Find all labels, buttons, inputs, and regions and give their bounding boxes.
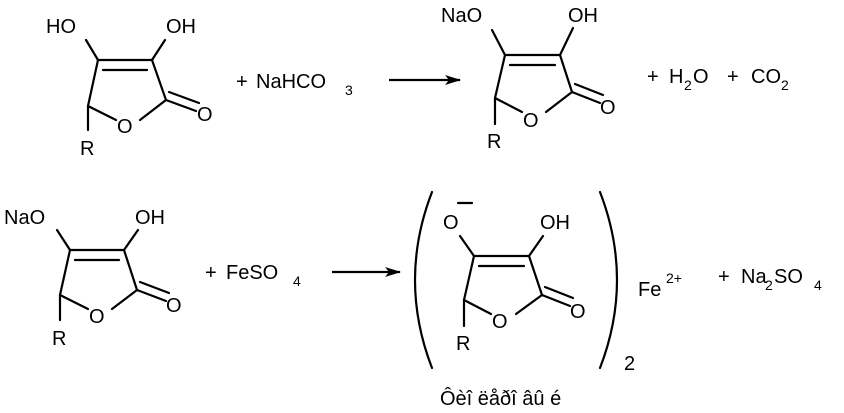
reaction2-product-molecule: O OH O O R bbox=[443, 201, 586, 355]
bond bbox=[527, 254, 544, 297]
bond bbox=[122, 248, 139, 292]
bond bbox=[58, 293, 90, 311]
reagent-formula: NaHCO bbox=[256, 71, 326, 93]
bond bbox=[84, 38, 100, 62]
bracket-subscript: 2 bbox=[624, 353, 635, 375]
sulfate-subscript: 4 bbox=[814, 277, 822, 293]
carbonyl-bond bbox=[164, 98, 198, 113]
ring-oxygen-label: O bbox=[89, 306, 105, 328]
reaction1-reagent: + NaHCO 3 bbox=[236, 71, 353, 98]
anion-oxygen-label: O bbox=[443, 212, 459, 234]
substituent-label: R bbox=[80, 138, 94, 160]
carbonyl-oxygen-label: O bbox=[166, 295, 182, 317]
hydroxyl-label-left: HO bbox=[46, 16, 76, 38]
bond bbox=[150, 38, 167, 62]
reaction1-reactant-molecule: HO OH O O R bbox=[46, 16, 213, 160]
carbonyl-bond-2 bbox=[573, 82, 605, 97]
bond bbox=[122, 228, 140, 252]
bond bbox=[558, 53, 574, 94]
hydroxyl-label: OH bbox=[135, 207, 165, 229]
bond bbox=[138, 98, 168, 122]
bond bbox=[458, 234, 476, 258]
plus-sign: + bbox=[647, 66, 659, 88]
left-parenthesis bbox=[413, 190, 434, 370]
reaction2-reagent: + FeSO 4 bbox=[205, 262, 301, 289]
hydroxyl-label: OH bbox=[568, 5, 598, 27]
plus-sign: + bbox=[718, 266, 730, 288]
reaction2-reactant-molecule: NaO OH O O R bbox=[4, 207, 182, 350]
bond bbox=[462, 298, 493, 316]
carbonyl-bond bbox=[540, 293, 572, 308]
carbonyl-bond-2 bbox=[543, 285, 575, 300]
substituent-label: R bbox=[487, 131, 501, 153]
carbonyl-bond bbox=[570, 90, 602, 105]
carbonyl-oxygen-label: O bbox=[570, 301, 586, 323]
carbonyl-bond-2 bbox=[138, 280, 171, 295]
carbonyl-bond-2 bbox=[167, 90, 201, 105]
water-h: H bbox=[669, 66, 683, 88]
iron-symbol: Fe bbox=[638, 279, 661, 301]
water-o: O bbox=[693, 66, 709, 88]
bond bbox=[150, 58, 168, 102]
bond bbox=[493, 53, 507, 100]
substituent-label: R bbox=[456, 333, 470, 355]
reaction1-product-molecule: NaO OH O O R bbox=[441, 5, 616, 153]
bond bbox=[86, 104, 118, 122]
bond bbox=[58, 248, 72, 297]
water-subscript: 2 bbox=[684, 77, 692, 93]
ring-oxygen-label: O bbox=[117, 116, 133, 138]
reaction2-byproduct: + Na 2 SO 4 bbox=[718, 266, 822, 293]
reagent-formula: FeSO bbox=[226, 262, 278, 284]
right-parenthesis bbox=[598, 190, 619, 370]
bond bbox=[493, 96, 524, 114]
carbon-dioxide-formula: CO bbox=[751, 66, 781, 88]
bond bbox=[514, 293, 544, 316]
sodium-symbol: Na bbox=[741, 266, 767, 288]
sodium-oxide-label: NaO bbox=[441, 5, 482, 27]
bond bbox=[110, 288, 139, 311]
sulfate-formula: SO bbox=[774, 266, 803, 288]
ring-oxygen-label: O bbox=[523, 110, 539, 132]
bond bbox=[544, 90, 574, 114]
plus-sign: + bbox=[205, 262, 217, 284]
reagent-subscript: 4 bbox=[293, 273, 301, 289]
substituent-label: R bbox=[52, 328, 66, 350]
bond bbox=[527, 234, 545, 258]
bond bbox=[462, 254, 476, 302]
iron-charge: 2+ bbox=[666, 270, 682, 286]
carbonyl-bond bbox=[135, 288, 168, 303]
plus-sign: + bbox=[727, 66, 739, 88]
reaction1-byproducts: + H 2 O + CO 2 bbox=[647, 66, 789, 93]
bond bbox=[55, 228, 72, 252]
bond bbox=[490, 28, 507, 57]
plus-sign: + bbox=[236, 71, 248, 93]
reagent-subscript: 3 bbox=[345, 82, 353, 98]
carbonyl-oxygen-label: O bbox=[197, 104, 213, 126]
carbonyl-oxygen-label: O bbox=[600, 97, 616, 119]
sodium-subscript: 2 bbox=[765, 277, 773, 293]
bond bbox=[86, 58, 100, 108]
carbon-dioxide-subscript: 2 bbox=[781, 77, 789, 93]
hydroxyl-label-right: OH bbox=[166, 16, 196, 38]
ring-oxygen-label: O bbox=[492, 311, 508, 333]
sodium-oxide-label: NaO bbox=[4, 207, 45, 229]
hydroxyl-label: OH bbox=[540, 212, 570, 234]
product-caption: Ôèî ëåðî âû é bbox=[440, 387, 561, 410]
bond bbox=[558, 26, 575, 57]
